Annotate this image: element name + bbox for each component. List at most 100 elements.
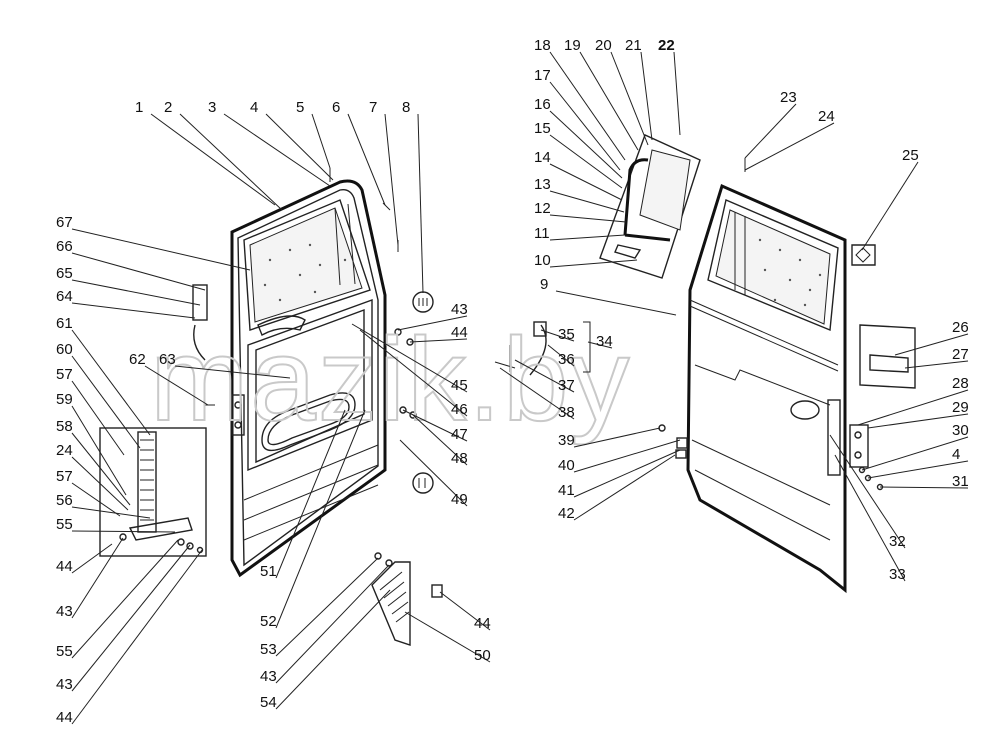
leader-line-c36 [547,344,575,367]
callout-label-c44d: 44 [474,615,491,632]
leader-line-c6 [347,113,386,206]
callout-label-c57a: 57 [56,366,73,383]
callout-label-c22: 22 [658,37,675,54]
leader-line-c32 [829,434,906,549]
leader-line-c29 [867,413,969,429]
callout-label-c60: 60 [56,341,73,358]
leader-line-c41 [573,449,681,498]
leader-line-c35 [540,329,575,342]
leader-line-c44b [71,549,203,725]
leader-line-c56 [71,506,151,519]
callout-label-c62: 62 [129,351,146,368]
callout-label-c43a: 43 [56,603,73,620]
leader-line-c43b [71,544,191,692]
leader-line-c21 [640,51,653,141]
leader-line-c55a [71,530,176,533]
callout-label-c17: 17 [534,67,551,84]
callout-label-c4b: 4 [952,446,960,463]
callout-label-c33: 33 [889,566,906,583]
leader-line-c30 [861,436,969,471]
armrest-plate [371,552,443,646]
leader-line-c37 [514,359,575,393]
callout-label-c27: 27 [952,346,969,363]
leader-line-c23 [744,103,797,159]
callout-label-c65: 65 [56,265,73,282]
callout-label-c9: 9 [540,276,548,293]
leader-line-c43c [397,315,468,331]
callout-label-c25: 25 [902,147,919,164]
callout-label-c55b: 55 [56,643,73,660]
leader-line-c5 [311,113,331,169]
callout-label-c57b: 57 [56,468,73,485]
callout-label-c5: 5 [296,99,304,116]
callout-label-c10: 10 [534,252,551,269]
callout-label-c44b: 44 [56,709,73,726]
leader-line-c51 [275,409,346,579]
leader-line-c43a [71,537,124,619]
leader-line-c58 [71,432,131,506]
callout-label-c35: 35 [558,326,575,343]
right-small-parts [494,158,916,491]
leader-line-c8 [417,113,424,294]
callout-label-c38: 38 [558,404,575,421]
callout-label-c24b: 24 [818,108,835,125]
leader-line-c10 [549,259,638,268]
callout-label-c63: 63 [159,351,176,368]
callout-leader-lines [71,51,969,725]
callout-label-c8: 8 [402,99,410,116]
left-hinge-inset [99,427,207,557]
right-door [686,183,847,594]
leader-line-c4 [265,113,334,181]
bracket-34 [583,321,591,373]
leader-line-c22 [673,51,681,136]
callout-label-c30: 30 [952,422,969,439]
callout-label-c13: 13 [534,176,551,193]
callout-label-c1: 1 [135,99,143,116]
leader-line-c39 [573,427,661,448]
callout-label-c15: 15 [534,120,551,137]
leader-line-c26 [894,333,969,356]
callout-label-c42: 42 [558,505,575,522]
leader-line-c24b [744,122,835,171]
callout-label-c43c: 43 [451,301,468,318]
callout-label-c19: 19 [564,37,581,54]
callout-label-c61: 61 [56,315,73,332]
leader-line-c49 [399,439,468,507]
callout-label-c37: 37 [558,377,575,394]
leader-line-c52 [275,409,366,629]
vent-window-inset [599,134,701,279]
leader-line-c62 [144,365,209,406]
leader-line-c34 [587,341,613,349]
leader-line-c11 [549,234,626,241]
leader-line-c60 [71,355,141,449]
callout-label-c4: 4 [250,99,258,116]
callout-label-c53: 53 [260,641,277,658]
callout-label-c41: 41 [558,482,575,499]
callout-label-c64: 64 [56,288,73,305]
leader-line-c67 [71,228,251,271]
callout-label-c26: 26 [952,319,969,336]
leader-line-c65 [71,279,201,306]
callout-label-c11: 11 [534,225,550,242]
callout-label-c16: 16 [534,96,551,113]
leader-line-c57a [71,380,125,456]
callout-label-c14: 14 [534,149,551,166]
leader-line-c14 [549,163,623,201]
callout-label-c32: 32 [889,533,906,550]
leader-line-c27 [904,360,969,369]
leader-line-c12 [549,214,627,223]
callout-label-c47: 47 [451,426,468,443]
leader-line-c24a [71,456,129,511]
callout-label-c39: 39 [558,432,575,449]
leader-line-c55b [71,539,179,659]
callout-label-c40: 40 [558,457,575,474]
callout-label-c48: 48 [451,450,468,467]
leader-line-c16 [549,110,623,179]
leader-line-c28 [857,389,969,426]
leader-line-c50 [404,611,491,663]
callout-label-c58: 58 [56,418,73,435]
callout-label-c2: 2 [164,99,172,116]
leader-line-c64 [71,302,196,319]
